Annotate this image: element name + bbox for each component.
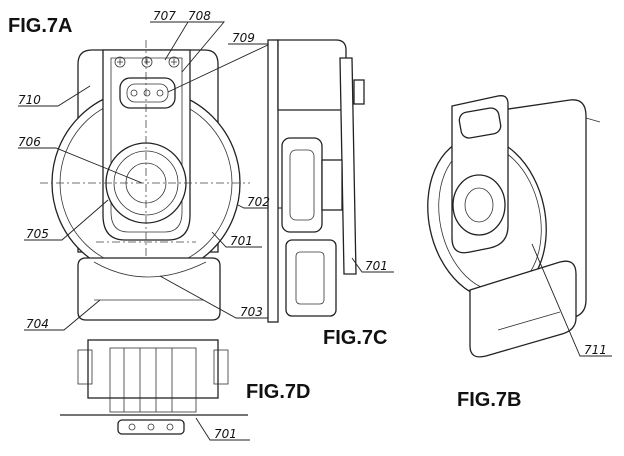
numeral-701-c: 701 [365,259,388,273]
screw-left-707 [114,56,126,68]
fig-7c-drawing [267,39,394,323]
fig-7d-label: FIG.7D [246,381,310,403]
top-view-right-tab [213,349,229,385]
numeral-711: 711 [584,343,607,357]
top-view-clip [117,419,185,435]
leader-708 [181,21,225,73]
leader-701-c [351,257,394,273]
clip-hole-middle [143,89,151,97]
hub-side-inner [289,149,315,221]
numeral-701-a: 701 [230,234,253,248]
screw-middle-707 [141,56,153,68]
top-bracket-side [277,39,347,111]
leader-711 [531,243,612,357]
leader-706 [18,147,143,184]
fig-7d-drawing [60,339,250,441]
numeral-702: 702 [247,195,270,209]
fig-7b-label: FIG.7B [457,389,521,411]
leader-710 [18,85,91,107]
fig-7b-drawing [427,95,612,358]
hub-ring [113,150,179,216]
top-view-center-block [109,347,197,413]
top-view-clip-hole-1 [128,423,136,431]
base-iso-edge [497,311,561,331]
base-side-inner [295,251,325,305]
numeral-704: 704 [26,317,49,331]
housing-iso-edge [585,117,601,123]
top-view-clip-hole-3 [166,423,174,431]
leader-705 [24,199,109,241]
axle-side [321,159,343,211]
leader-701-d [195,417,250,441]
numeral-708: 708 [188,9,211,23]
clip-iso [458,107,502,139]
side-plate [267,39,279,323]
clip-709 [126,83,169,103]
base-704 [77,257,221,321]
hub-iso-inner [464,187,494,223]
numeral-705: 705 [26,227,49,241]
numeral-709: 709 [232,31,255,45]
reel-disc-side-701 [339,57,357,275]
hub-side [281,137,323,233]
numeral-710: 710 [18,93,41,107]
screw-right-707 [168,56,180,68]
top-view-clip-hole-2 [147,423,155,431]
fig-7c-label: FIG.7C [323,327,387,349]
clip-hole-right [156,89,164,97]
top-view-left-tab [77,349,93,385]
leader-704 [24,299,101,331]
numeral-701-d: 701 [214,427,237,441]
numeral-707: 707 [153,9,176,23]
top-view-body [87,339,219,399]
leader-701-a [211,231,262,248]
clip-side [353,79,365,105]
base-curve [93,261,207,278]
fig-7a-label: FIG.7A [8,15,72,37]
hub-iso [452,174,506,236]
clip-708 [119,77,176,109]
screw-crosses [117,59,177,65]
fig-7a-drawing [18,21,282,331]
clip-hole-left [130,89,138,97]
numeral-706: 706 [18,135,41,149]
numeral-703: 703 [240,305,263,319]
leader-703 [159,275,272,319]
bracket-plate-inner [110,57,183,233]
base-side [285,239,337,317]
